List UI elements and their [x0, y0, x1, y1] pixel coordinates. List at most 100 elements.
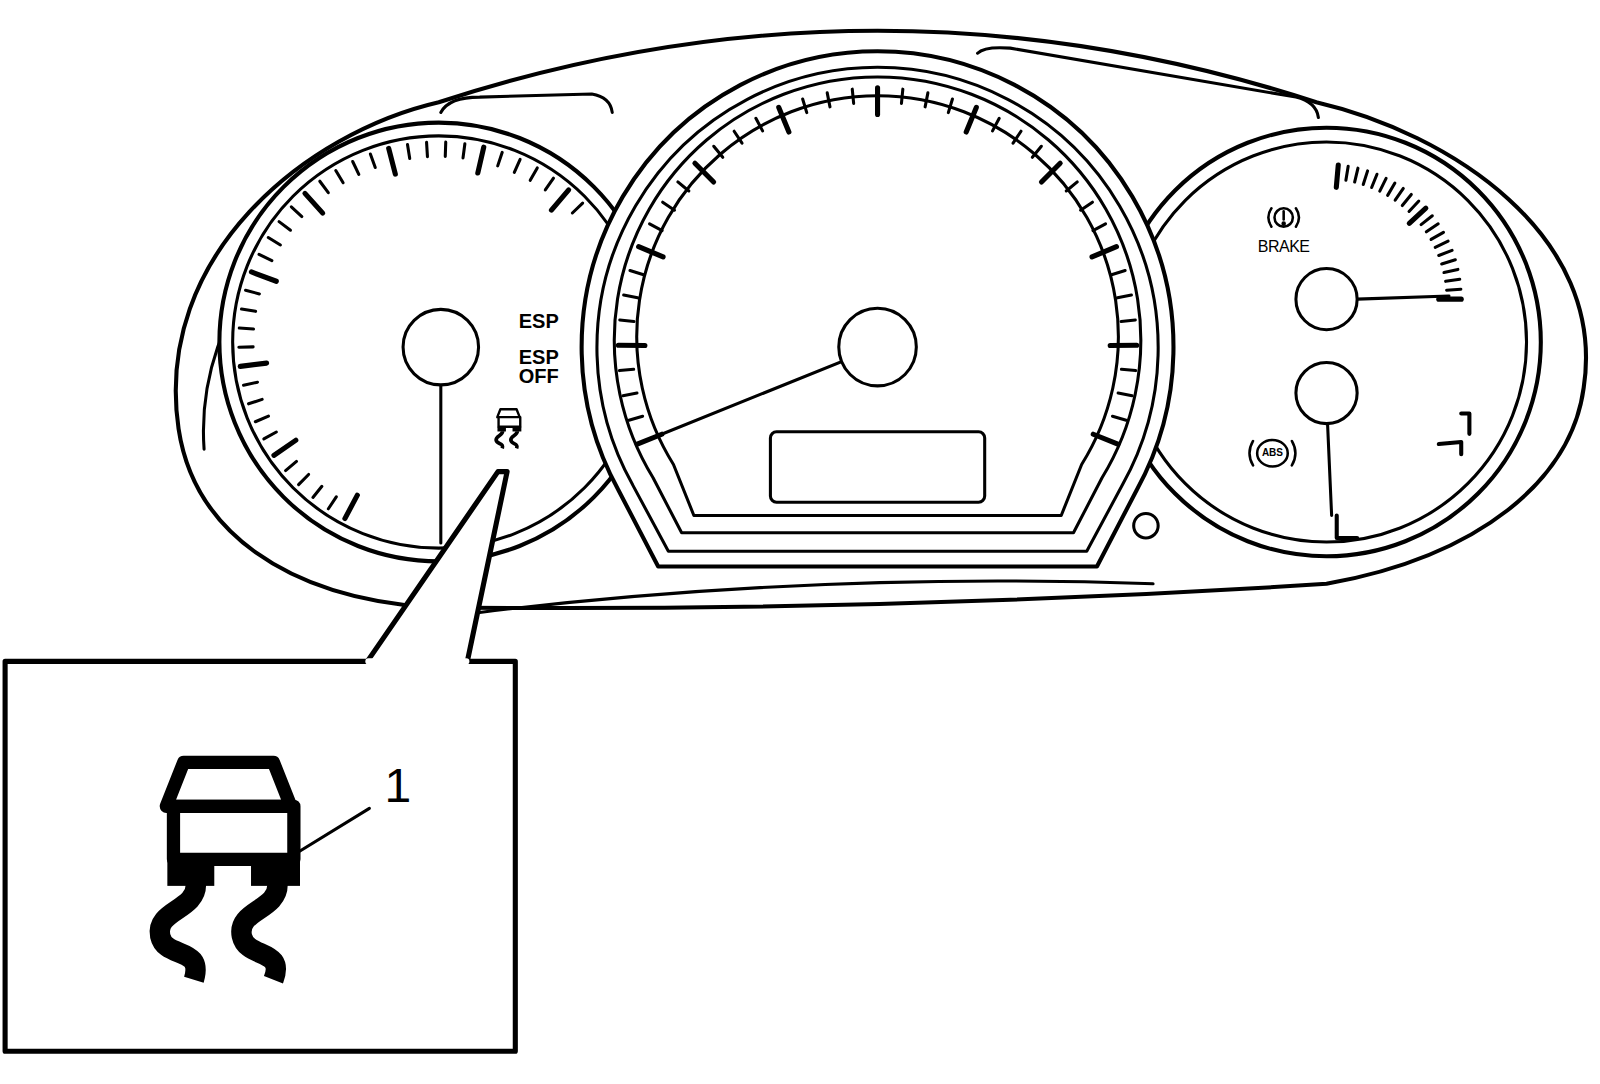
gauge-tick [279, 222, 290, 231]
gauge-tick [1439, 250, 1452, 255]
gauge-tick [264, 432, 276, 439]
gauge-tick [619, 369, 633, 370]
gauge-tick [389, 148, 396, 174]
gauge-tick [336, 171, 343, 183]
gauge-tick [852, 89, 853, 103]
gauge-tick [1111, 270, 1125, 274]
gauge-tick [620, 320, 634, 321]
gauge-tick [274, 440, 296, 455]
gauge-tick [1442, 260, 1456, 264]
gauge-tick [1118, 393, 1132, 396]
gauge-tick [1066, 182, 1077, 191]
gauge-tick [966, 107, 976, 132]
gauge-tick [1013, 131, 1021, 143]
gauge-tick [1110, 343, 1137, 348]
gauge-tick [498, 152, 503, 166]
gauge-tick [1112, 416, 1126, 420]
gauge-tick [1388, 183, 1395, 195]
brake-warning-symbol [1268, 208, 1299, 226]
gauge-tick [299, 474, 309, 484]
gauge-tick [1402, 194, 1411, 205]
gauge-tick [463, 144, 465, 158]
gauge-tick [249, 399, 263, 403]
gauge-tick [925, 93, 928, 107]
gauge-tick [268, 238, 280, 245]
gauge-tick [514, 159, 520, 172]
brake-indicator-label: BRAKE [1258, 239, 1310, 255]
gauge-tick [286, 461, 297, 470]
gauge-tick [756, 118, 763, 131]
gauge-tick [259, 254, 272, 260]
gauge-tick [624, 295, 638, 298]
gauge-tick [1444, 269, 1458, 272]
gauge-tick [239, 327, 253, 331]
gauge-tick [370, 154, 375, 167]
gauge-tick [242, 309, 256, 311]
gauge-tick [1431, 232, 1443, 239]
gauge-tick [1092, 247, 1116, 257]
gauge-tick [629, 416, 643, 420]
speedometer [582, 51, 1174, 566]
gauge-tick [572, 203, 582, 213]
gauge-tick [1421, 216, 1432, 225]
gauge-tick [1426, 224, 1438, 232]
gauge-tick [630, 270, 644, 274]
gauge-tick [1121, 369, 1135, 370]
gauge-tick [255, 416, 268, 422]
gauge-tick [901, 89, 902, 103]
gauge-tick [803, 99, 807, 113]
gauge-tick [1117, 295, 1131, 298]
right-gauge [1112, 128, 1541, 557]
gauge-tick [1336, 165, 1338, 187]
gauge-tick [618, 343, 645, 348]
cluster-housing [176, 31, 1586, 608]
gauge-tick [345, 495, 357, 518]
callout-number: 1 [385, 762, 412, 810]
gauge-tick [1032, 146, 1041, 157]
gauge-tick [1435, 241, 1448, 247]
gauge-tick [1446, 279, 1460, 281]
gauge-tick [353, 161, 359, 174]
gauge-tick [1121, 320, 1135, 321]
gauge-tick [444, 142, 448, 156]
housing-lip [480, 581, 1153, 612]
gauge-tick [1355, 168, 1358, 182]
leader-line [298, 808, 369, 852]
gauge-tick [695, 163, 714, 182]
gauge-tick [244, 382, 258, 385]
gauge-tick [478, 147, 484, 173]
gauge-tick [678, 182, 689, 191]
gauge-tick [1380, 178, 1386, 191]
gauge-tick [530, 168, 537, 180]
gauge-tick [948, 99, 952, 113]
gauge-tick [551, 190, 568, 210]
gauge-tick [240, 363, 266, 366]
gauge-tick [246, 290, 260, 294]
gauge-tick [1346, 166, 1348, 180]
esp-off-indicator-label: ESP OFF [517, 348, 561, 386]
gauge-tick [313, 486, 322, 497]
gauge-tick [639, 247, 663, 257]
gauge-tick [305, 193, 323, 213]
esp-indicator-label: ESP [519, 311, 559, 331]
gauge-tick [1395, 188, 1403, 200]
traction-indicator [496, 409, 521, 448]
gauge-tick [328, 497, 336, 509]
traction-icon-detail [160, 762, 300, 979]
gauge-tick [650, 224, 663, 231]
gauge-tick [407, 144, 409, 158]
gauge-tick [1081, 202, 1093, 210]
gauge-tick [993, 118, 1000, 131]
gauge-tick [320, 181, 328, 192]
gauge-tick [663, 202, 675, 210]
gauge-tick [1372, 174, 1377, 187]
gauge-tick [1041, 163, 1060, 182]
gauge-tick [779, 107, 789, 132]
trip-knob [1134, 513, 1158, 537]
callout-box [5, 472, 515, 1052]
gauge-tick [875, 88, 880, 115]
gauge-tick [239, 345, 253, 348]
hood-tab [441, 94, 612, 112]
